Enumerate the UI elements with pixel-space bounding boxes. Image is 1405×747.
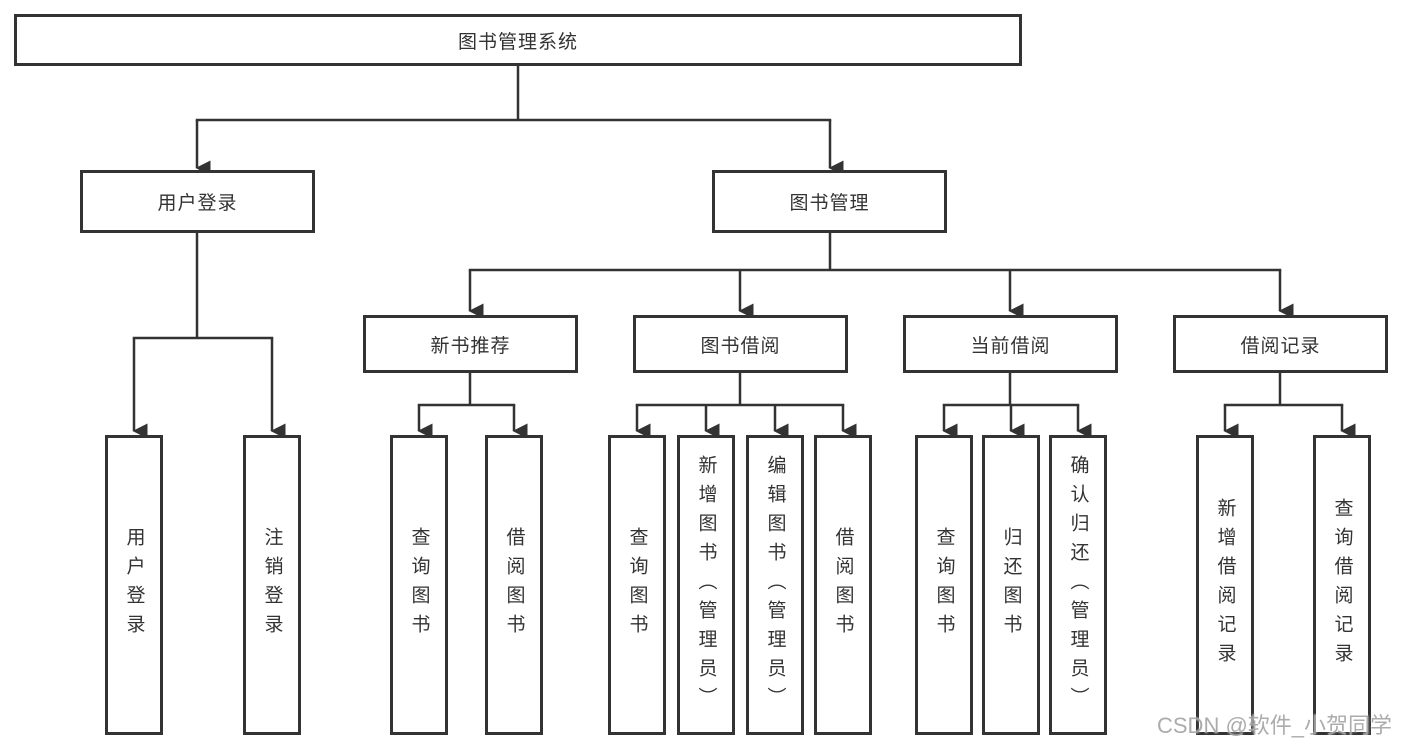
node-new-book-recommendation: 新书推荐 — [363, 315, 578, 373]
node-label: 查询图书 — [933, 527, 955, 643]
leaf-borrowing-add-books-admin: 新增图书（管理员） — [677, 435, 735, 735]
node-label: 图书管理系统 — [457, 31, 578, 53]
node-label: 新增图书（管理员） — [695, 454, 717, 716]
node-borrowing-records: 借阅记录 — [1173, 315, 1388, 373]
node-label: 用户登录 — [157, 193, 238, 214]
node-current-borrowing: 当前借阅 — [903, 315, 1118, 373]
leaf-current-query-books: 查询图书 — [915, 435, 973, 735]
node-label: 查询图书 — [408, 527, 430, 643]
node-book-management: 图书管理 — [712, 170, 947, 233]
node-label: 编辑图书（管理员） — [764, 454, 786, 716]
node-user-login: 用户登录 — [80, 170, 315, 233]
leaf-borrowing-query-books: 查询图书 — [608, 435, 666, 735]
leaf-logout: 注销登录 — [243, 435, 301, 735]
leaf-current-confirm-return-admin: 确认归还（管理员） — [1049, 435, 1107, 735]
node-label: 图书管理 — [789, 193, 870, 214]
node-label: 注销登录 — [261, 527, 283, 643]
node-label: 借阅图书 — [503, 527, 525, 643]
node-label: 归还图书 — [1000, 527, 1022, 643]
leaf-recommend-borrow-books: 借阅图书 — [485, 435, 543, 735]
leaf-records-add-record: 新增借阅记录 — [1196, 435, 1254, 735]
node-label: 用户登录 — [123, 527, 145, 643]
leaf-user-login: 用户登录 — [105, 435, 163, 735]
leaf-recommend-query-books: 查询图书 — [390, 435, 448, 735]
node-label: 查询借阅记录 — [1331, 498, 1353, 672]
leaf-borrowing-borrow-books: 借阅图书 — [814, 435, 872, 735]
watermark: CSDN @软件_小贺同学 — [1157, 713, 1393, 738]
node-library-management-system: 图书管理系统 — [14, 14, 1022, 66]
leaf-records-query-record: 查询借阅记录 — [1313, 435, 1371, 735]
node-label: 图书借阅 — [700, 335, 781, 357]
node-label: 新书推荐 — [430, 335, 511, 357]
node-label: 借阅记录 — [1240, 335, 1321, 357]
node-label: 新增借阅记录 — [1214, 498, 1236, 672]
leaf-borrowing-edit-books-admin: 编辑图书（管理员） — [746, 435, 804, 735]
leaf-current-return-books: 归还图书 — [982, 435, 1040, 735]
node-label: 确认归还（管理员） — [1067, 454, 1089, 716]
node-book-borrowing: 图书借阅 — [633, 315, 848, 373]
node-label: 当前借阅 — [970, 335, 1051, 357]
node-label: 查询图书 — [626, 527, 648, 643]
node-label: 借阅图书 — [832, 527, 854, 643]
